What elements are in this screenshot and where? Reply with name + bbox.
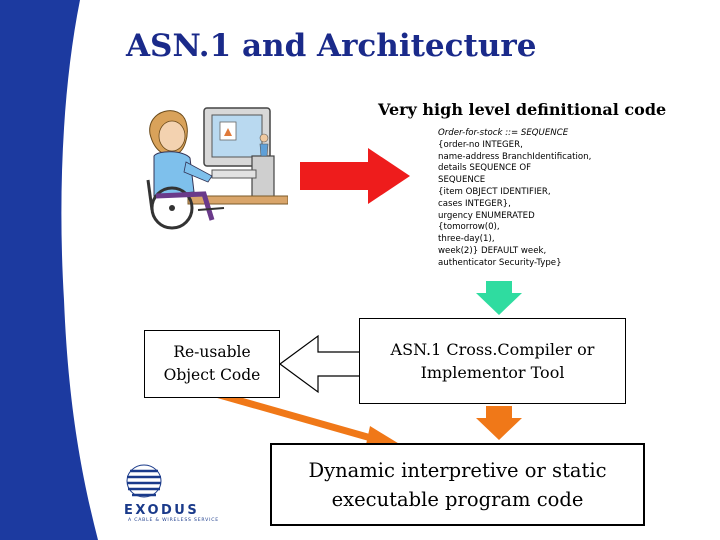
logo-tagline: A CABLE & WIRELESS SERVICE — [128, 518, 219, 523]
code-line: name-address BranchIdentification, — [438, 151, 592, 162]
orange-arrow-down — [476, 406, 522, 440]
slide-title: ASN.1 and Architecture — [126, 28, 537, 64]
compiler-tool-box: ASN.1 Cross.Compiler or Implementor Tool — [359, 318, 626, 404]
code-line: week(2)} DEFAULT week, — [438, 245, 547, 256]
box-text: Dynamic interpretive or static — [308, 458, 607, 482]
code-line: cases INTEGER}, — [438, 198, 511, 209]
box-text: Re-usable — [173, 343, 251, 361]
asn1-code-block: Order-for-stock ::= SEQUENCE {order-no I… — [438, 128, 638, 270]
box-text: ASN.1 Cross.Compiler or — [390, 340, 595, 359]
code-line: {item OBJECT IDENTIFIER, — [438, 186, 551, 197]
computer-user-clipart — [146, 107, 288, 230]
box-text: Object Code — [163, 366, 261, 384]
code-line: {order-no INTEGER, — [438, 139, 523, 150]
code-line: authenticator Security-Type} — [438, 257, 562, 268]
code-heading: Very high level definitional code — [378, 100, 667, 119]
green-arrow-down — [476, 281, 522, 315]
code-line: {tomorrow(0), — [438, 222, 500, 233]
hollow-arrow-left — [278, 334, 361, 394]
box-text: Implementor Tool — [420, 363, 565, 382]
exodus-globe-logo — [126, 464, 162, 498]
code-line: urgency ENUMERATED — [438, 210, 535, 221]
code-line: details SEQUENCE OF — [438, 163, 532, 174]
code-line: SEQUENCE — [438, 175, 486, 186]
blue-sidebar-shape — [0, 0, 98, 540]
red-arrow-right — [300, 148, 410, 204]
box-text: executable program code — [331, 487, 584, 511]
logo-name: EXODUS — [124, 503, 200, 518]
code-line: Order-for-stock ::= SEQUENCE — [438, 128, 569, 138]
program-code-box: Dynamic interpretive or static executabl… — [270, 443, 645, 526]
code-line: three-day(1), — [438, 234, 495, 245]
reusable-object-code-box: Re-usable Object Code — [144, 330, 280, 398]
